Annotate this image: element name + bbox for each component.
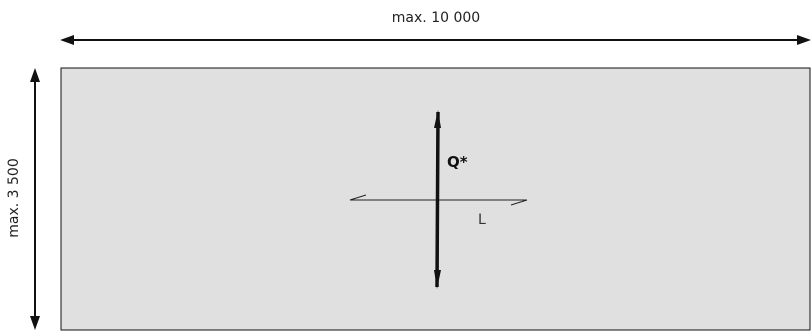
height-dimension: max. 3 500 bbox=[6, 68, 40, 330]
height-arrowhead-bottom bbox=[30, 316, 40, 330]
height-dimension-label: max. 3 500 bbox=[6, 158, 22, 237]
width-arrowhead-left bbox=[60, 35, 74, 45]
vertical-axis-label: Q* bbox=[447, 153, 468, 171]
width-arrowhead-right bbox=[797, 35, 811, 45]
horizontal-axis-barb-right bbox=[510, 199, 528, 206]
vertical-axis-barb-top bbox=[434, 110, 441, 128]
width-dimension-label: max. 10 000 bbox=[392, 10, 480, 26]
vertical-axis: Q* bbox=[434, 110, 468, 289]
vertical-axis-line bbox=[435, 111, 440, 288]
vertical-axis-barb-bottom bbox=[434, 270, 441, 289]
width-dimension: max. 10 000 bbox=[60, 10, 811, 45]
horizontal-axis-label: L bbox=[478, 212, 486, 228]
horizontal-axis-barb-left bbox=[349, 194, 367, 201]
height-arrowhead-top bbox=[30, 68, 40, 82]
glass-panel bbox=[60, 67, 811, 331]
